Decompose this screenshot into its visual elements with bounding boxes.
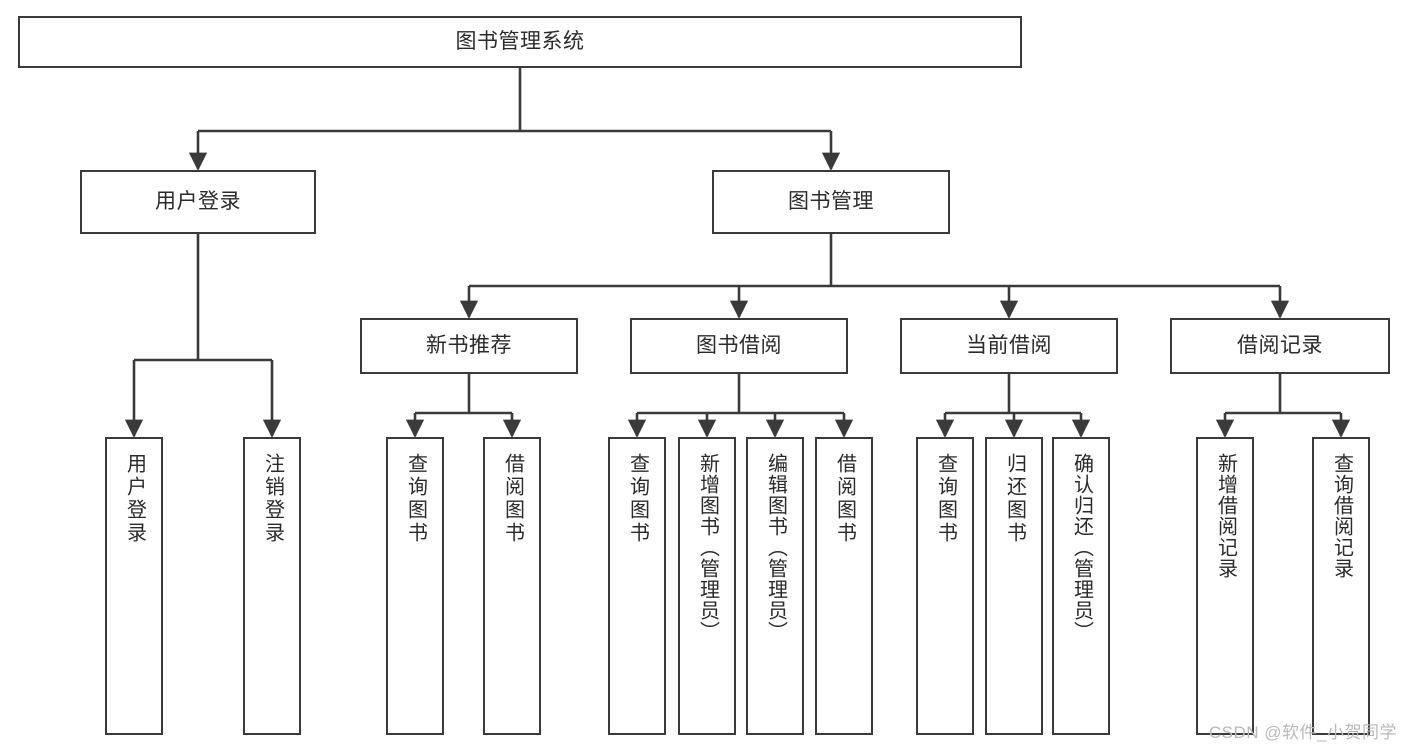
node-label: 查询图书 <box>934 453 957 545</box>
node-label: 图书管理 <box>788 189 874 213</box>
node-label: 借阅图书 <box>833 453 856 545</box>
watermark-text: CSDN @软件_小贺同学 <box>1208 723 1397 742</box>
node-label: 借阅记录 <box>1237 333 1323 357</box>
branch-node[interactable]: 图书借阅 <box>630 318 848 374</box>
node-label: 编辑图书（管理员） <box>764 453 787 642</box>
leaf-node[interactable]: 注销登录 <box>243 437 301 735</box>
leaf-node[interactable]: 新增图书（管理员） <box>678 437 736 735</box>
node-label: 当前借阅 <box>966 333 1052 357</box>
node-label: 新增图书（管理员） <box>696 453 719 642</box>
node-label: 查询图书 <box>626 453 649 545</box>
branch-node[interactable]: 新书推荐 <box>360 318 578 374</box>
node-label: 归还图书 <box>1003 453 1026 545</box>
node-label: 查询图书 <box>404 453 427 545</box>
node-label: 新书推荐 <box>426 333 512 357</box>
leaf-node[interactable]: 编辑图书（管理员） <box>746 437 804 735</box>
leaf-node[interactable]: 查询图书 <box>916 437 974 735</box>
leaf-node[interactable]: 新增借阅记录 <box>1196 437 1254 735</box>
node-label: 查询借阅记录 <box>1330 453 1353 579</box>
node-label: 确认归还（管理员） <box>1070 453 1093 642</box>
leaf-node[interactable]: 查询图书 <box>608 437 666 735</box>
root-node[interactable]: 图书管理系统 <box>18 16 1022 68</box>
node-label: 用户登录 <box>155 189 241 213</box>
branch-node[interactable]: 用户登录 <box>80 170 316 234</box>
node-label: 借阅图书 <box>501 453 524 545</box>
leaf-node[interactable]: 确认归还（管理员） <box>1052 437 1110 735</box>
branch-node[interactable]: 当前借阅 <box>900 318 1118 374</box>
leaf-node[interactable]: 借阅图书 <box>483 437 541 735</box>
node-label: 注销登录 <box>261 453 284 545</box>
node-label: 新增借阅记录 <box>1214 453 1237 579</box>
leaf-node[interactable]: 归还图书 <box>985 437 1043 735</box>
leaf-node[interactable]: 查询借阅记录 <box>1312 437 1370 735</box>
branch-node[interactable]: 图书管理 <box>712 170 950 234</box>
node-label: 图书管理系统 <box>455 29 585 53</box>
branch-node[interactable]: 借阅记录 <box>1170 318 1390 374</box>
node-label: 图书借阅 <box>696 333 782 357</box>
leaf-node[interactable]: 用户登录 <box>105 437 163 735</box>
leaf-node[interactable]: 查询图书 <box>386 437 444 735</box>
leaf-node[interactable]: 借阅图书 <box>815 437 873 735</box>
node-label: 用户登录 <box>123 453 146 545</box>
